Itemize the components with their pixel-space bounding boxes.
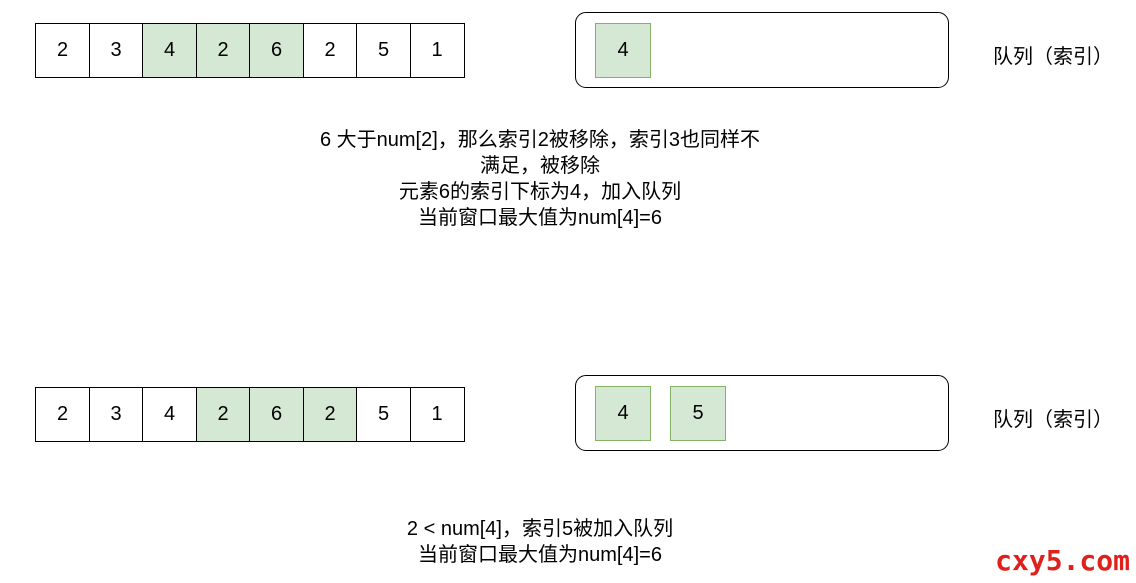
array-cell-in-window: 2 — [302, 387, 358, 442]
array-cell-in-window: 2 — [195, 23, 251, 78]
description-line: 当前窗口最大值为num[4]=6 — [418, 544, 662, 566]
array-cell-in-window: 6 — [249, 387, 304, 442]
array-cell: 4 — [142, 387, 197, 442]
array-cell: 5 — [356, 387, 411, 442]
queue-item: 4 — [595, 386, 651, 441]
description-line: 当前窗口最大值为num[4]=6 — [418, 207, 662, 229]
description-line: 2 < num[4]，索引5被加入队列 — [406, 518, 674, 540]
description-step2: 2 < num[4]，索引5被加入队列 当前窗口最大值为num[4]=6 — [240, 516, 840, 568]
array-cell-in-window: 4 — [142, 23, 197, 78]
queue-item: 4 — [595, 23, 651, 78]
queue-label-step1: 队列（索引） — [993, 46, 1113, 68]
array-cell: 2 — [35, 23, 90, 78]
description-line: 6 大于num[2]，那么索引2被移除，索引3也同样不 — [319, 129, 761, 151]
queue-box-step1: 4 — [575, 12, 949, 88]
description-line: 满足，被移除 — [480, 155, 600, 177]
queue-box-step2: 4 5 — [575, 375, 949, 451]
array-cell: 3 — [88, 387, 144, 442]
array-cell: 5 — [356, 23, 411, 78]
description-line: 元素6的索引下标为4，加入队列 — [398, 181, 682, 203]
array-cell-in-window: 6 — [249, 23, 304, 78]
array-cell: 1 — [409, 387, 465, 442]
array-cell: 3 — [88, 23, 144, 78]
queue-item: 5 — [670, 386, 726, 441]
array-cell: 1 — [409, 23, 465, 78]
queue-label-step2: 队列（索引） — [993, 409, 1113, 431]
array-cell: 2 — [302, 23, 358, 78]
array-cell: 2 — [35, 387, 90, 442]
array-cell-in-window: 2 — [195, 387, 251, 442]
array-step2: 2 3 4 2 6 2 5 1 — [35, 387, 465, 442]
description-step1: 6 大于num[2]，那么索引2被移除，索引3也同样不 满足，被移除 元素6的索… — [240, 127, 840, 231]
array-step1: 2 3 4 2 6 2 5 1 — [35, 23, 465, 78]
watermark-logo: cxy5.com — [995, 544, 1130, 577]
